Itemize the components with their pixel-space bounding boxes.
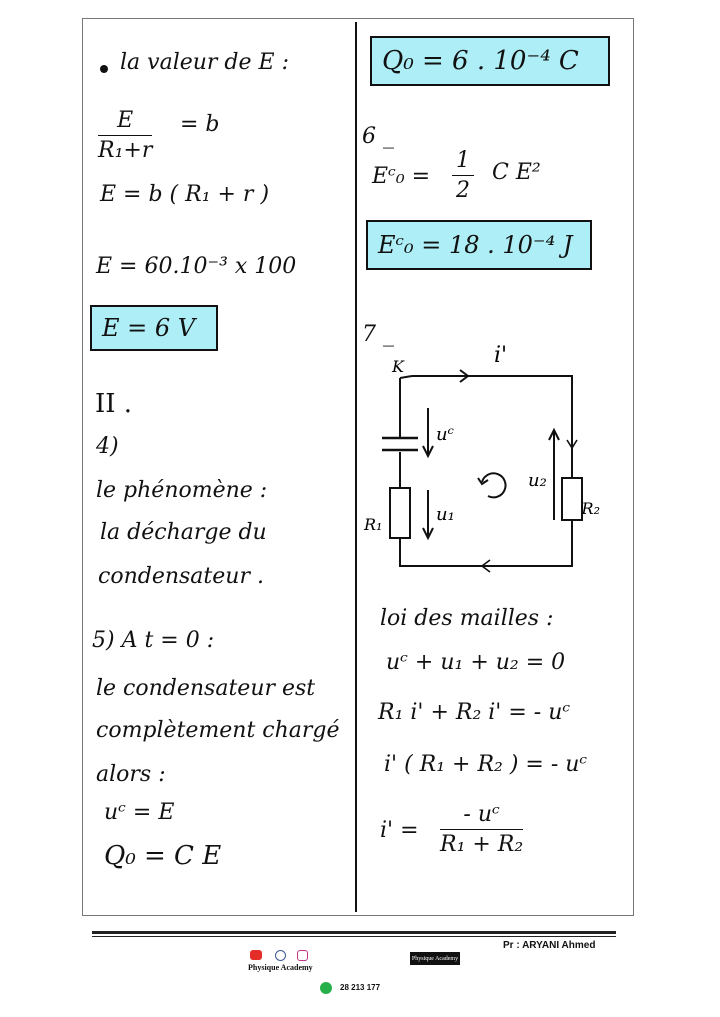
arrow-head-icon bbox=[477, 477, 489, 486]
mesh-eq-2: R₁ i' + R₂ i' = - uᶜ bbox=[378, 700, 571, 725]
left-line-9: alors : bbox=[96, 762, 166, 787]
youtube-icon[interactable] bbox=[250, 950, 262, 960]
rc-circuit-diagram: K i' uᶜ u₁ u₂ R₁ R₂ bbox=[363, 343, 600, 573]
left-line-7: le condensateur est bbox=[96, 676, 316, 701]
circuit-wire bbox=[412, 375, 573, 478]
circuit-wire bbox=[399, 520, 573, 567]
footer-rule bbox=[92, 931, 616, 934]
fraction-i-prime: - uᶜ R₁ + R₂ bbox=[440, 802, 524, 857]
left-line-3: E = 60.10⁻³ x 100 bbox=[96, 254, 297, 279]
phone-number: 28 213 177 bbox=[340, 983, 381, 992]
left-line-2: E = b ( R₁ + r ) bbox=[100, 182, 270, 207]
arrow-head-icon bbox=[422, 527, 434, 541]
fraction-den: R₁ + R₂ bbox=[440, 832, 524, 857]
question-7: 7 _ bbox=[362, 322, 394, 347]
label-r2: R₂ bbox=[581, 499, 600, 518]
instagram-icon[interactable] bbox=[297, 950, 308, 961]
label-u1: u₁ bbox=[436, 504, 455, 525]
loop-direction-icon bbox=[481, 472, 507, 499]
whatsapp-icon[interactable] bbox=[320, 982, 332, 994]
left-line-10: uᶜ = E bbox=[104, 800, 175, 825]
circuit-switch bbox=[399, 375, 413, 379]
left-line-6: condensateur . bbox=[98, 564, 264, 589]
fraction-num: - uᶜ bbox=[440, 802, 524, 830]
fraction-one-half: 1 2 bbox=[452, 148, 474, 203]
left-line-5: la décharge du bbox=[100, 520, 267, 545]
section-ii: II . bbox=[95, 389, 133, 419]
fraction-rhs: = b bbox=[180, 112, 220, 137]
mesh-eq-3: i' ( R₁ + R₂ ) = - uᶜ bbox=[384, 752, 588, 777]
fraction-den: 2 bbox=[456, 178, 470, 203]
left-line-11: Q₀ = C E bbox=[104, 841, 222, 871]
fraction-num: 1 bbox=[452, 148, 474, 176]
label-uc: uᶜ bbox=[436, 424, 454, 445]
resistor-r1 bbox=[389, 487, 411, 539]
result-box-e: E = 6 V bbox=[90, 305, 218, 351]
current-arrow-icon bbox=[459, 369, 470, 383]
arrow-head-icon bbox=[548, 427, 560, 441]
question-5: 5) A t = 0 : bbox=[92, 628, 215, 653]
page-frame bbox=[82, 18, 634, 916]
label-r1: R₁ bbox=[363, 515, 382, 534]
label-i-prime: i' bbox=[494, 343, 507, 368]
current-arrow-icon bbox=[480, 559, 491, 573]
question-6: 6 _ bbox=[362, 124, 394, 149]
footer-rule-thin bbox=[92, 936, 616, 937]
eco-rhs: C E² bbox=[492, 160, 541, 185]
brand-name: Physique Academy bbox=[248, 963, 313, 972]
left-line-8: complètement chargé bbox=[96, 718, 340, 743]
question-4: 4) bbox=[96, 434, 119, 459]
resistor-r2 bbox=[561, 477, 583, 521]
result-box-q0: Q₀ = 6 . 10⁻⁴ C bbox=[370, 36, 610, 86]
column-divider bbox=[355, 22, 357, 912]
fraction-den: R₁+r bbox=[98, 138, 153, 163]
label-u2: u₂ bbox=[528, 470, 547, 491]
law-title: loi des mailles : bbox=[380, 606, 554, 631]
arrow-head-icon bbox=[422, 445, 434, 459]
left-line-1: la valeur de E : bbox=[120, 50, 289, 75]
label-k: K bbox=[391, 357, 405, 376]
result-box-eco: Eᶜ₀ = 18 . 10⁻⁴ J bbox=[366, 220, 592, 270]
brand-logo: Physique Academy bbox=[410, 952, 460, 965]
mesh-eq-1: uᶜ + u₁ + u₂ = 0 bbox=[386, 650, 566, 675]
facebook-icon[interactable] bbox=[275, 950, 286, 961]
eco-lhs: Eᶜ₀ = bbox=[372, 164, 431, 189]
author-name: Pr : ARYANI Ahmed bbox=[503, 940, 596, 951]
left-line-4: le phénomène : bbox=[96, 478, 268, 503]
bullet bbox=[100, 65, 108, 73]
fraction-e-over-r: E R₁+r bbox=[98, 108, 153, 163]
fraction-num: E bbox=[98, 108, 153, 136]
mesh-eq-4-lhs: i' = bbox=[380, 818, 419, 843]
current-arrow-icon bbox=[566, 439, 578, 450]
